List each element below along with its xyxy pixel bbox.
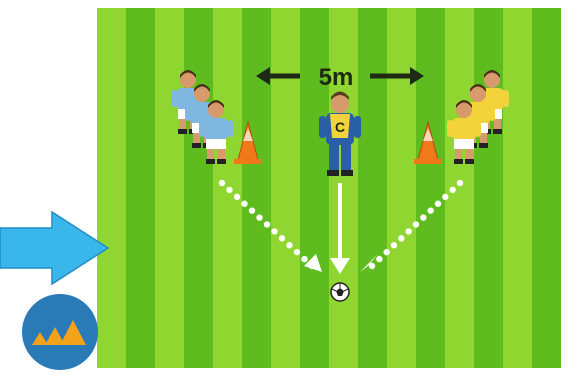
right-arrow-icon — [0, 212, 108, 284]
coach-label: C — [335, 119, 345, 135]
distance-label: 5m — [319, 64, 354, 91]
soccer-ball-icon — [331, 283, 349, 301]
triangles-badge-icon — [22, 294, 98, 370]
pitch — [97, 8, 561, 368]
